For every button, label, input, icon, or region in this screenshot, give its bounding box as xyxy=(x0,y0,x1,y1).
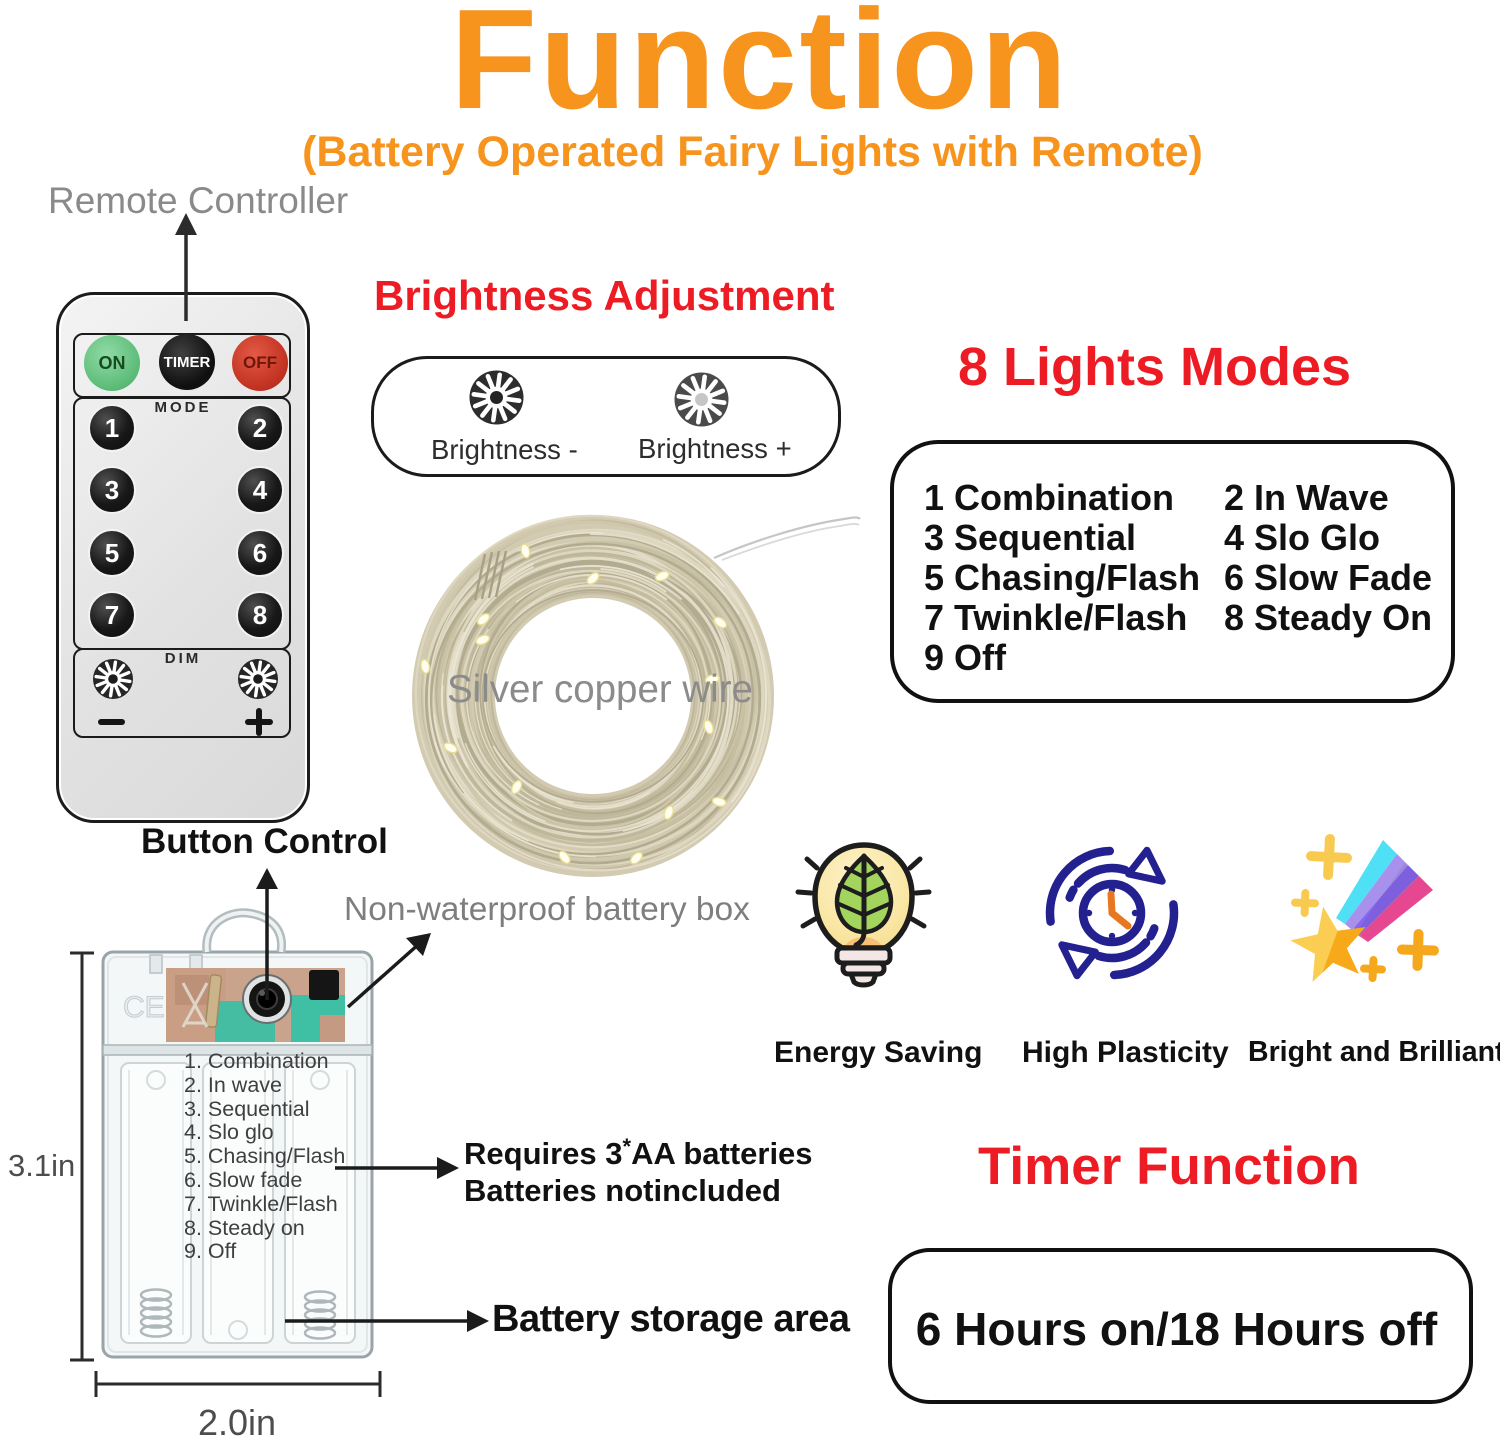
svg-text:CE: CE xyxy=(123,991,165,1024)
